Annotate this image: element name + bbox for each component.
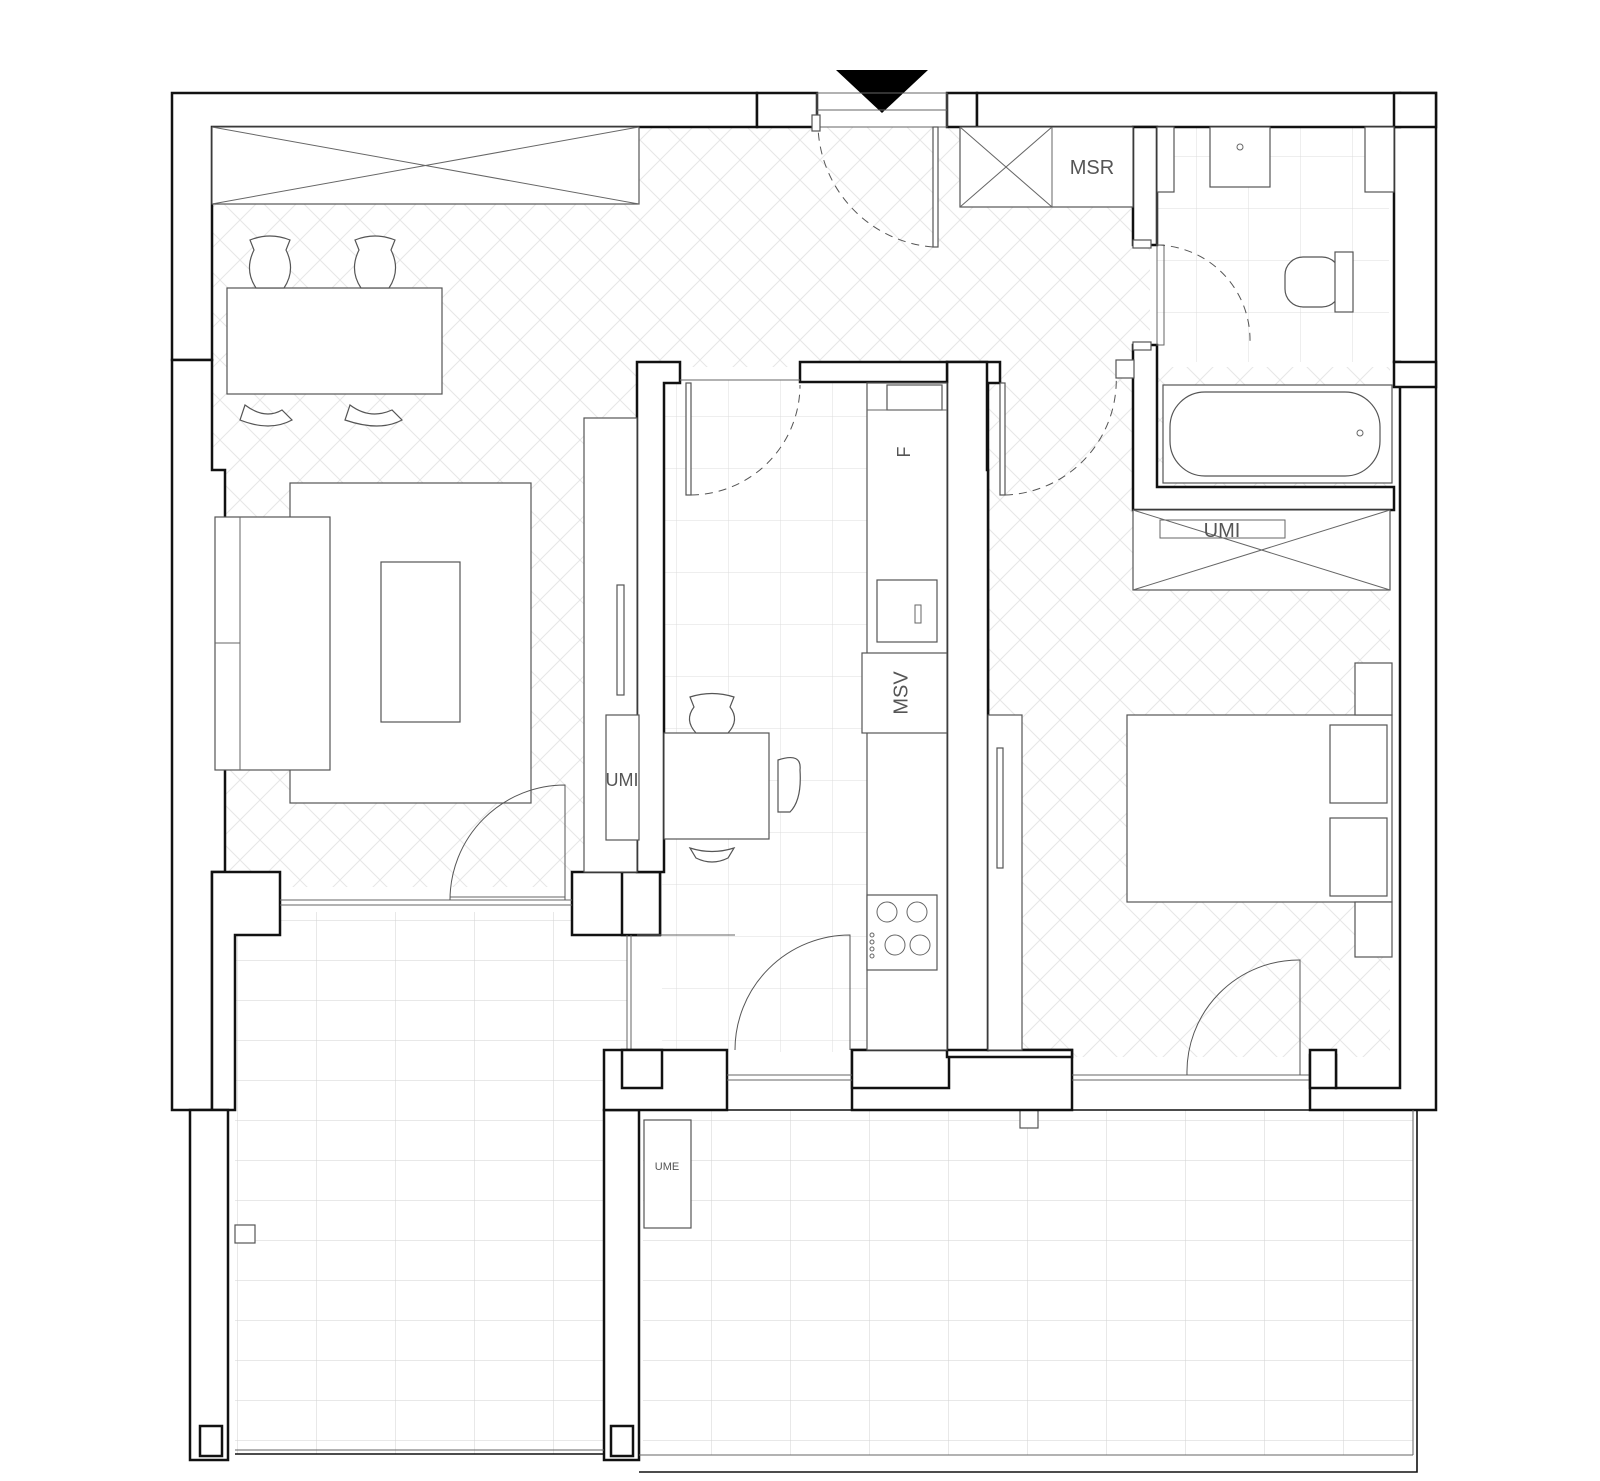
nightstand-bottom xyxy=(1354,901,1393,958)
kitchen-sink xyxy=(876,579,938,643)
ume-label: UME xyxy=(655,1161,679,1173)
bottom-middle-wall xyxy=(727,1048,1338,1112)
umi-living xyxy=(605,714,640,841)
fridge-label: F xyxy=(894,447,914,458)
kitchen-door xyxy=(680,379,801,496)
balcony-left xyxy=(188,935,641,1462)
entrance-arrow-icon xyxy=(836,70,928,113)
bedroom-door-arc-bottom xyxy=(1186,959,1301,1076)
bathroom-tiles xyxy=(1157,127,1389,362)
umi-hall-cabinet: UMI xyxy=(1132,509,1391,591)
balcony-right xyxy=(602,1048,1418,1473)
toilet xyxy=(1284,256,1341,308)
tv xyxy=(616,584,625,696)
chair-icon xyxy=(239,235,403,427)
dining-table xyxy=(226,287,443,395)
balcony-right-tiles xyxy=(643,1110,1413,1455)
bedroom-furniture xyxy=(987,662,1393,1076)
msv-label: MSV xyxy=(890,671,912,715)
umi-living-label: UMI xyxy=(606,770,639,790)
hob xyxy=(866,894,938,971)
bedroom-door xyxy=(999,359,1135,496)
kitchen-units: F MSV xyxy=(637,382,948,1051)
nightstand-top xyxy=(1354,662,1393,716)
bathroom-door-arc xyxy=(1156,244,1251,343)
umi-hall-label: UMI xyxy=(1204,520,1241,542)
sink xyxy=(1209,126,1271,188)
bedroom-wardrobe xyxy=(987,714,1023,1051)
top-windows xyxy=(816,92,948,128)
living-bottom-wall xyxy=(210,870,662,1112)
msr-label: MSR xyxy=(1070,157,1114,179)
kitchen-table xyxy=(663,732,770,840)
entrance-door xyxy=(811,114,939,248)
interior-walls xyxy=(635,125,1396,1059)
bathroom xyxy=(1132,126,1395,484)
balcony-left-tiles xyxy=(235,912,627,1454)
coffee-table xyxy=(380,561,461,723)
living-door-arc xyxy=(449,784,566,901)
msr-cabinet: MSR xyxy=(959,126,1134,208)
living-furniture: UMI xyxy=(211,126,640,901)
